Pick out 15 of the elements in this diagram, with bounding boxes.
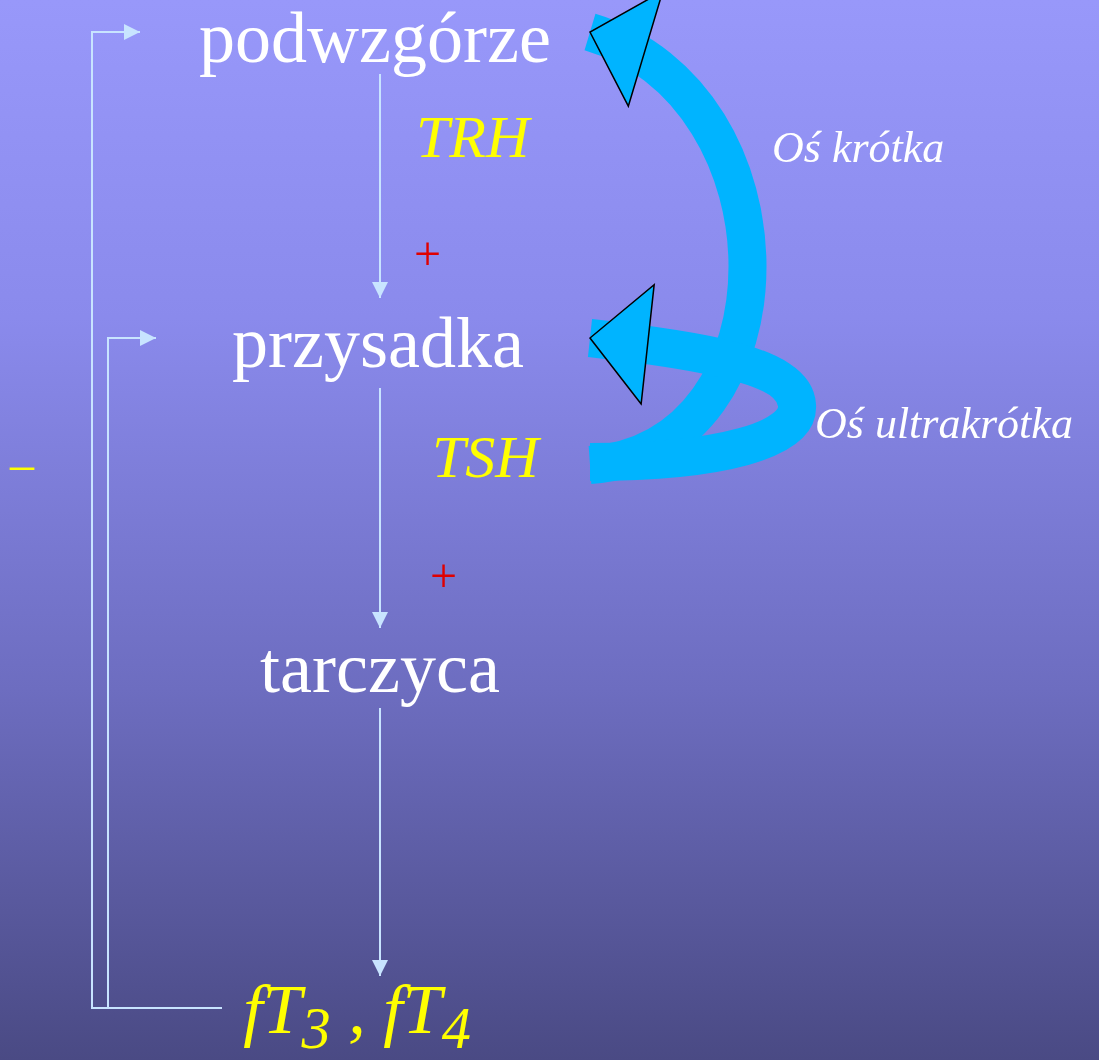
edge-label: Oś ultrakrótka: [815, 400, 1073, 449]
sign-label: +: [430, 550, 458, 603]
arrow: [372, 73, 388, 299]
sign-label: +: [414, 228, 442, 281]
arrow: [372, 707, 388, 977]
edge-label: TRH: [416, 104, 530, 170]
node-label: tarczyca: [230, 628, 530, 708]
arrow: [107, 330, 223, 1009]
sign-label: –: [10, 438, 34, 491]
node-label: przysadka: [156, 298, 590, 388]
curved-block-arrow: [587, 284, 816, 481]
node-label: fT$_{3}$ , fT$_{4}$: [222, 976, 492, 1058]
edge-label: Oś krótka: [772, 124, 945, 173]
curved-block-arrow: [582, 0, 767, 484]
arrow: [372, 387, 388, 629]
